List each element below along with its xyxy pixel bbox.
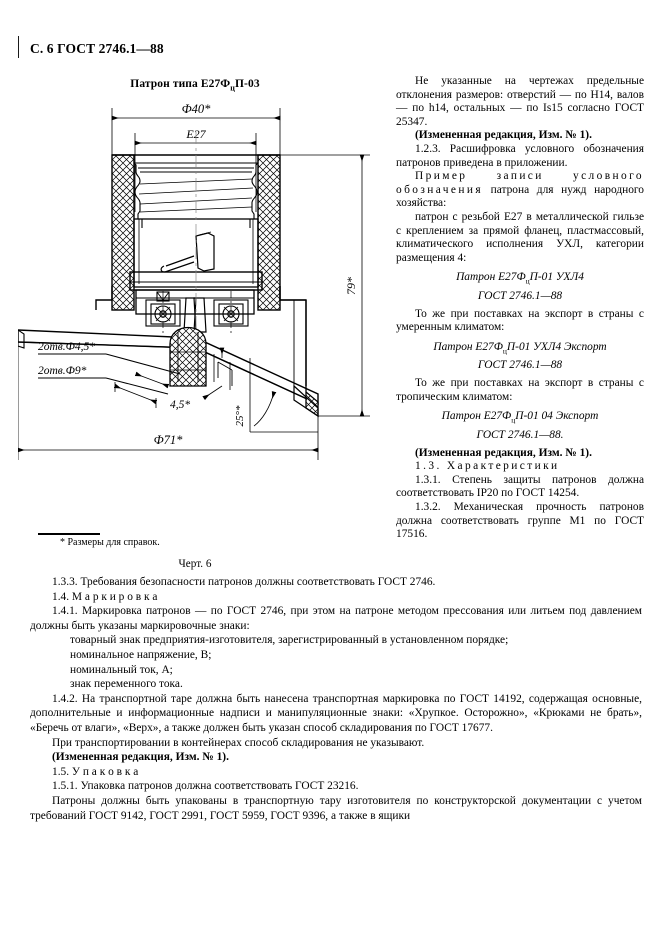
dim-holes9-label: 2отв.Ф9* xyxy=(38,365,87,377)
para-1-3-3: 1.3.3. Требования безопасности патронов … xyxy=(52,576,436,588)
designation-1-std: ГОСТ 2746.1—88 xyxy=(477,289,563,302)
para-example-body: патрон с резьбой Е27 в металлической гил… xyxy=(396,210,644,264)
designation-3-b: П-01 04 Экспорт xyxy=(515,410,599,423)
footnote-rule xyxy=(38,533,100,535)
para-1-5-1: 1.5.1. Упаковка патронов должна соответс… xyxy=(52,780,359,793)
figure-title-sub: ц xyxy=(230,83,236,93)
heading-1-5: 1.5. У п а к о в к а xyxy=(52,765,139,778)
dim-d40-label: Ф40* xyxy=(182,102,212,116)
right-text-column: Не указанные на чертежах предельные откл… xyxy=(396,75,644,542)
designation-2-a: Патрон Е27Ф xyxy=(433,340,503,353)
marking-item-voltage: номинальное напряжение, В; xyxy=(70,648,212,661)
designation-3: Патрон Е27ФцП-01 04 Экспорт ГОСТ 2746.1—… xyxy=(396,409,644,441)
designation-3-a: Патрон Е27Ф xyxy=(441,410,512,423)
para-1-4-2: 1.4.2. На транспортной таре должна быть … xyxy=(30,692,642,734)
designation-2-sub: ц xyxy=(502,346,507,356)
dim-angle25-label: 25°* xyxy=(234,405,246,426)
para-containers: При транспортировании в контейнерах спос… xyxy=(52,736,425,749)
para-1-2-3: 1.2.3. Расшифровка условного обозначения… xyxy=(396,142,644,169)
designation-1: Патрон Е27ФцП-01 УХЛ4 ГОСТ 2746.1—88 xyxy=(396,270,644,302)
figure-footnote: * Размеры для справок. xyxy=(60,537,160,548)
para-example-intro: Пример записи условного обозначения патр… xyxy=(396,170,644,211)
designation-1-a: Патрон Е27Ф xyxy=(456,271,526,284)
para-example-spaced: Пример записи условного обозначения xyxy=(396,170,644,196)
marking-item-current: номинальный ток, А; xyxy=(70,663,173,676)
designation-3-std: ГОСТ 2746.1—88. xyxy=(476,428,564,441)
running-head: С. 6 ГОСТ 2746.1—88 xyxy=(30,41,164,56)
para-1-3-1: 1.3.1. Степень защиты патронов должна со… xyxy=(396,473,644,500)
para-amendment-1: (Измененная редакция, Изм. № 1). xyxy=(415,129,592,142)
designation-1-sub: ц xyxy=(525,276,530,286)
technical-drawing: Ф40* E27 xyxy=(18,86,398,516)
heading-1-4: 1.4. М а р к и р о в к а xyxy=(52,590,158,603)
para-example-rest: патрона для нужд народного хозяйства: xyxy=(396,183,644,210)
body-text-column: 1.3.3. Требования безопасности патронов … xyxy=(30,575,642,823)
designation-3-sub: ц xyxy=(511,415,516,425)
para-amendment-3: (Измененная редакция, Изм. № 1). xyxy=(52,751,229,764)
figure-title-suffix: П-03 xyxy=(235,78,260,90)
para-amendment-2: (Измененная редакция, Изм. № 1). xyxy=(415,446,592,459)
para-tolerances: Не указанные на чертежах предельные откл… xyxy=(396,75,644,128)
dim-holes45-label: 2отв.Ф4,5* xyxy=(38,341,95,353)
para-packing: Патроны должны быть упакованы в транспор… xyxy=(30,794,642,822)
dim-h79-label: 79* xyxy=(344,277,358,295)
designation-2-b: П-01 УХЛ4 Экспорт xyxy=(506,340,607,353)
para-export-tropical: То же при поставках на экспорт в страны … xyxy=(396,377,644,403)
binding-rule xyxy=(18,36,19,58)
para-1-3-2: 1.3.2. Механическая прочность патронов д… xyxy=(396,500,644,541)
dim-d71-label: Ф71* xyxy=(154,433,184,447)
dim-t45-label: 4,5* xyxy=(170,399,190,411)
designation-2-std: ГОСТ 2746.1—88 xyxy=(477,359,563,372)
para-export-temperate: То же при поставках на экспорт в страны … xyxy=(396,307,644,334)
figure-title-prefix: Патрон типа Е27Ф xyxy=(130,78,231,90)
heading-1-3: 1.3. Характеристики xyxy=(415,460,560,473)
designation-2: Патрон Е27ФцП-01 УХЛ4 Экспорт ГОСТ 2746.… xyxy=(396,340,644,372)
designation-1-b: П-01 УХЛ4 xyxy=(529,271,584,284)
figure-title: Патрон типа Е27ФцП-03 xyxy=(0,78,390,92)
marking-item-trademark: товарный знак предприятия-изготовителя, … xyxy=(70,634,509,647)
figure-caption: Черт. 6 xyxy=(178,558,212,570)
marking-item-ac-symbol: знак переменного тока. xyxy=(70,678,183,691)
para-1-4-1: 1.4.1. Маркировка патронов — по ГОСТ 274… xyxy=(30,605,642,632)
